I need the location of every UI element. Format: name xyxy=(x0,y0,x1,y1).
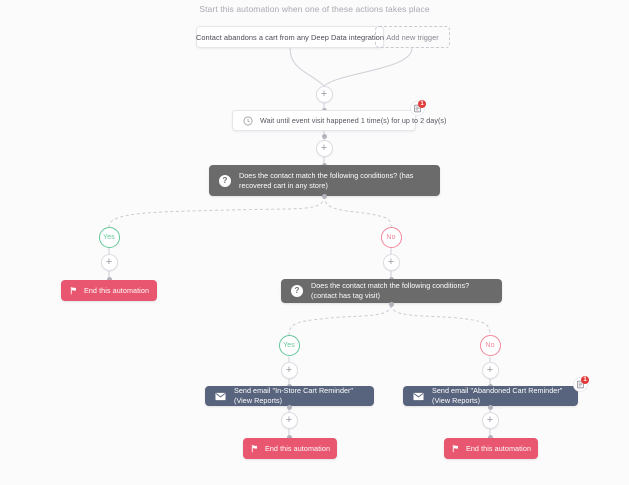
connector-dot xyxy=(321,194,327,199)
add-step-button-no-branch-2[interactable]: + xyxy=(481,362,499,379)
add-step-button-after-in-store-email[interactable]: + xyxy=(280,412,298,429)
condition-node-tag-visit[interactable]: ? Does the contact match the following c… xyxy=(281,279,502,303)
add-step-button-after-wait[interactable]: + xyxy=(315,140,333,157)
envelope-icon xyxy=(215,392,226,401)
add-step-button-no-branch-1[interactable]: + xyxy=(382,254,400,271)
end-automation-button-yes-branch-2[interactable]: End this automation xyxy=(243,438,337,459)
branch-label-no-condition-2[interactable]: No xyxy=(479,335,501,356)
plus-glyph: + xyxy=(320,88,328,100)
question-icon: ? xyxy=(219,174,231,187)
end-automation-label: End this automation xyxy=(83,286,150,295)
end-automation-label: End this automation xyxy=(465,444,532,453)
branch-text: Yes xyxy=(103,234,115,241)
email-alert-badge[interactable]: 1 xyxy=(573,376,589,392)
wait-step-node[interactable]: Wait until event visit happened 1 time(s… xyxy=(232,110,446,131)
alert-count-badge: 1 xyxy=(581,376,589,384)
branch-label-no-condition-1[interactable]: No xyxy=(380,227,402,248)
connector-dot xyxy=(388,301,394,307)
finish-flag-icon xyxy=(69,286,78,295)
note-icon xyxy=(414,104,421,113)
plus-glyph: + xyxy=(285,414,293,426)
trigger-card-deep-data[interactable]: Contact abandons a cart from any Deep Da… xyxy=(196,26,384,48)
plus-glyph: + xyxy=(486,414,494,426)
end-automation-label: End this automation xyxy=(264,444,331,453)
connector-dot xyxy=(106,277,112,282)
plus-glyph: + xyxy=(105,256,113,268)
plus-glyph: + xyxy=(387,256,395,268)
add-step-button-after-abandoned-email[interactable]: + xyxy=(481,412,499,429)
condition-label: Does the contact match the following con… xyxy=(239,170,414,190)
condition-node-recovered-cart[interactable]: ? Does the contact match the following c… xyxy=(209,165,440,196)
email-label: Send email "Abandoned Cart Reminder" (Vi… xyxy=(432,386,563,405)
add-step-button-yes-branch-2[interactable]: + xyxy=(280,362,298,379)
connector-dot xyxy=(286,435,292,440)
wait-step-alert-badge[interactable]: 1 xyxy=(410,100,426,116)
plus-glyph: + xyxy=(320,142,328,154)
connector-dot xyxy=(487,404,493,410)
email-node-in-store-cart-reminder[interactable]: Send email "In-Store Cart Reminder" (Vie… xyxy=(205,386,374,406)
add-trigger-label: Add new trigger xyxy=(386,32,439,42)
end-automation-button-no-branch-2[interactable]: End this automation xyxy=(444,438,538,459)
condition-label: Does the contact match the following con… xyxy=(311,281,470,300)
add-step-button-trigger-junction[interactable]: + xyxy=(315,86,333,103)
wait-step-label: Wait until event visit happened 1 time(s… xyxy=(260,116,447,125)
envelope-icon xyxy=(413,392,424,401)
connector-dot xyxy=(286,404,292,410)
page-title: Start this automation when one of these … xyxy=(199,4,430,14)
trigger-label: Contact abandons a cart from any Deep Da… xyxy=(196,32,384,42)
email-label: Send email "In-Store Cart Reminder" (Vie… xyxy=(234,386,354,405)
branch-label-yes-condition-2[interactable]: Yes xyxy=(278,335,300,356)
clock-icon xyxy=(243,116,253,126)
finish-flag-icon xyxy=(451,444,460,453)
plus-glyph: + xyxy=(486,364,494,376)
plus-glyph: + xyxy=(285,364,293,376)
branch-text: No xyxy=(386,234,396,241)
alert-count-badge: 1 xyxy=(418,100,426,108)
branch-label-yes-condition-1[interactable]: Yes xyxy=(98,227,120,248)
note-icon xyxy=(577,380,584,389)
add-new-trigger-button[interactable]: Add new trigger xyxy=(375,26,450,48)
branch-text: Yes xyxy=(283,342,295,349)
connector-dot xyxy=(487,435,493,440)
connector-dot xyxy=(321,133,327,139)
question-icon: ? xyxy=(291,285,303,297)
add-step-button-yes-branch-1[interactable]: + xyxy=(100,254,118,271)
finish-flag-icon xyxy=(250,444,259,453)
end-automation-button-left[interactable]: End this automation xyxy=(61,280,157,301)
email-node-abandoned-cart-reminder[interactable]: Send email "Abandoned Cart Reminder" (Vi… xyxy=(403,386,578,406)
branch-text: No xyxy=(485,342,495,349)
